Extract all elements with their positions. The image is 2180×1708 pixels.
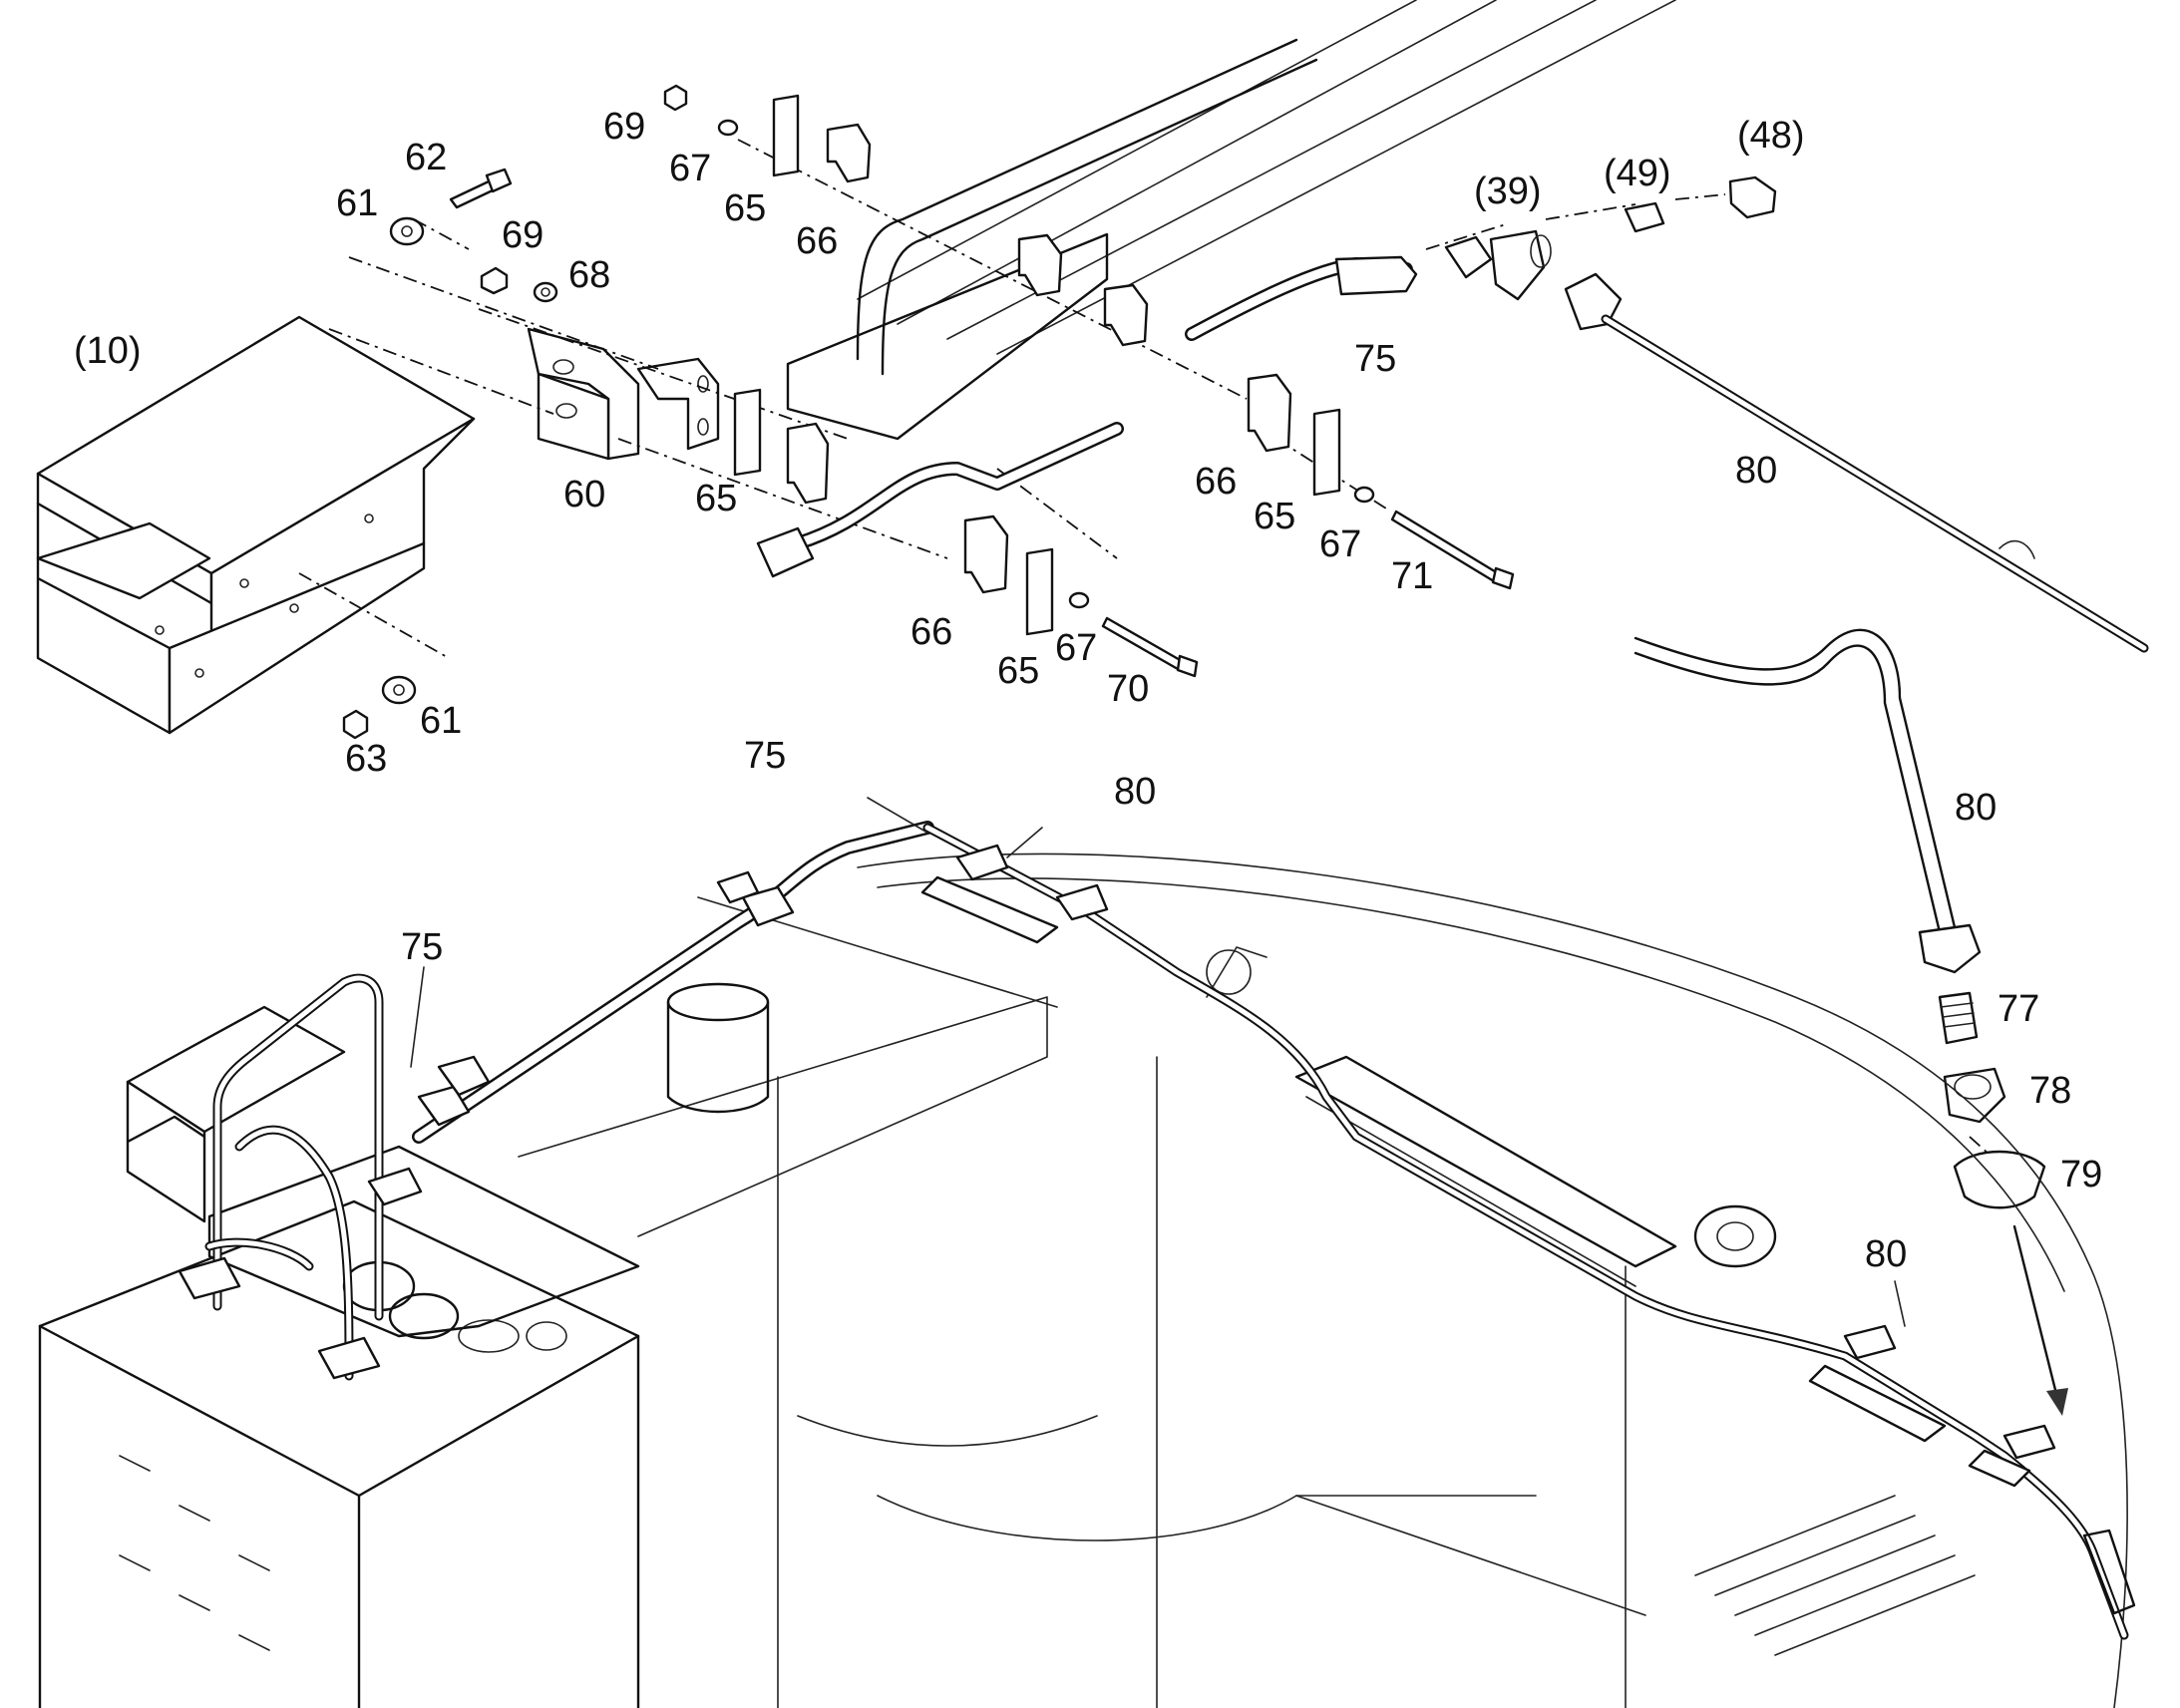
assembly-arrow (2046, 1388, 2068, 1416)
callout-67-right: 67 (1319, 523, 1361, 565)
cover-assembled (126, 1005, 346, 1223)
clamp-half-66-right (1247, 373, 1292, 453)
washer-67-mid (1068, 591, 1090, 609)
callout-48: (48) (1737, 115, 1805, 157)
washer-67-top (717, 119, 739, 137)
callout-69-left: 69 (502, 214, 544, 256)
clamp-plate-65-lower (1025, 547, 1054, 636)
filter-canister (666, 982, 770, 1022)
washer-67-right (1353, 486, 1375, 504)
clamp-half-66-mid (786, 422, 830, 505)
nut-69-left (480, 266, 509, 295)
sleeve-49 (1624, 201, 1665, 233)
washer-61-upper (389, 216, 425, 246)
nut-48 (1728, 175, 1777, 219)
clamp-plate-65-top (772, 94, 800, 177)
lines-assembled (412, 821, 2136, 1640)
hose-end-fitting (756, 526, 815, 578)
machine-body-lower (38, 853, 2128, 1708)
cover-plate-10 (36, 315, 476, 735)
callout-66-top: 66 (796, 220, 838, 262)
clamp-plate-65-right (1312, 408, 1341, 497)
pipe-80-end-nut (1918, 923, 1982, 974)
clamp-half-66-top (826, 123, 872, 183)
hose-end-crimp (1334, 255, 1418, 296)
callout-65-right: 65 (1254, 496, 1295, 537)
callout-65-mid: 65 (695, 478, 737, 519)
callout-75-mid: 75 (744, 735, 786, 777)
strap-79 (1953, 1150, 2046, 1209)
callout-75-upper: 75 (1354, 338, 1396, 380)
clamp-plate-65-mid (733, 388, 762, 477)
callout-63: 63 (345, 738, 387, 780)
clamps-assembled (178, 844, 2056, 1488)
callout-67-mid: 67 (1055, 627, 1097, 669)
leader-lines (410, 797, 1906, 1327)
callout-71: 71 (1391, 555, 1433, 597)
callout-78: 78 (2029, 1070, 2071, 1112)
clamp-half-66-lower (963, 514, 1009, 594)
callout-10: (10) (74, 330, 142, 372)
pipe-80-drop (1634, 628, 2068, 1416)
bracket-60 (527, 327, 720, 461)
callout-69-top: 69 (603, 106, 645, 148)
washer-68 (533, 281, 558, 303)
callout-60: 60 (563, 474, 605, 515)
callout-66-lower: 66 (910, 611, 952, 653)
callout-65-lower: 65 (997, 650, 1039, 692)
nut-69-top (663, 84, 688, 112)
callout-70: 70 (1107, 668, 1149, 710)
callout-labels: (10) (39) (48) (49) 60 61 61 62 63 65 65… (74, 106, 2102, 1275)
cap-78 (1943, 1067, 2006, 1124)
frame-rail-top (786, 0, 1676, 441)
callout-39: (39) (1474, 171, 1542, 212)
clamp-half-66-upper2 (1103, 283, 1149, 347)
fitting-39-nut (1444, 235, 1493, 279)
washer-61-lower (381, 675, 417, 705)
fittings-upper-right (1444, 175, 2149, 653)
adapter-77 (1938, 991, 1979, 1045)
callout-49: (49) (1604, 153, 1671, 194)
assembly-centerlines (298, 139, 2020, 1183)
callout-80-mid: 80 (1114, 771, 1156, 813)
callout-61-upper: 61 (336, 182, 378, 224)
handrails (204, 973, 384, 1381)
callout-62: 62 (405, 137, 447, 178)
callout-61-lower: 61 (420, 700, 462, 742)
clamp-parts (733, 94, 1341, 636)
hose-75-exploded (756, 255, 1418, 578)
callout-75-lower: 75 (401, 926, 443, 968)
callout-80-right: 80 (1955, 787, 1997, 829)
callout-66-right: 66 (1195, 461, 1237, 503)
callout-65-top: 65 (724, 187, 766, 229)
callout-80-lower: 80 (1865, 1233, 1907, 1275)
nut-63 (342, 709, 369, 740)
bolt-62 (449, 179, 497, 209)
bolt-70 (1101, 616, 1184, 671)
hardware-upper (342, 84, 1515, 740)
callout-79: 79 (2060, 1154, 2102, 1196)
callout-68: 68 (568, 254, 610, 296)
callout-77: 77 (1998, 988, 2039, 1030)
callout-67-top: 67 (669, 148, 711, 189)
callout-80-upper: 80 (1735, 450, 1777, 492)
clamp-half-66-upper (1017, 233, 1063, 297)
